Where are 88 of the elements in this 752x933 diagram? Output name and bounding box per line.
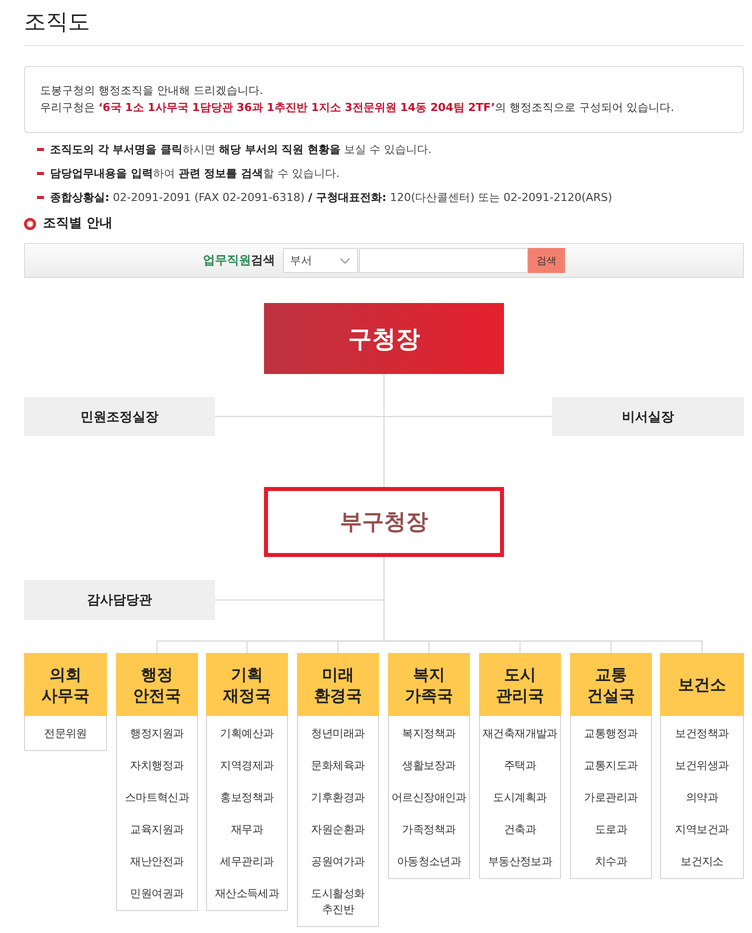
division-list bbox=[116, 716, 198, 911]
bureau-name: 행정 안전국 bbox=[132, 664, 182, 706]
notice-text: 도봉구청의 행정조직을 안내해 드리겠습니다. bbox=[40, 83, 263, 99]
division-list bbox=[479, 716, 561, 879]
bureau-header bbox=[24, 653, 107, 716]
division-name: 전문위원 bbox=[43, 726, 88, 742]
staff-office-box bbox=[24, 580, 215, 620]
bureau-name: 보건소 bbox=[678, 674, 726, 695]
connector-line bbox=[215, 599, 384, 601]
office-name: 감사담당관 bbox=[87, 592, 152, 609]
bureau-name: 의회 사무국 bbox=[40, 664, 90, 706]
staff-office-box bbox=[552, 397, 744, 436]
section-heading: 조직별 안내 bbox=[43, 216, 113, 232]
division-name: 지역경제과 bbox=[219, 758, 275, 774]
division-list bbox=[297, 716, 379, 927]
bureau-name: 복지 가족국 bbox=[404, 664, 454, 706]
page-title: 조직도 bbox=[24, 9, 90, 37]
guide-text: 담당업무내용을 입력하여 관련 정보를 검색할 수 있습니다. bbox=[50, 166, 340, 182]
division-name: 기후환경과 bbox=[310, 790, 366, 806]
bureau-header bbox=[479, 653, 561, 716]
division-name: 보건지소 bbox=[680, 854, 724, 870]
division-list bbox=[660, 716, 744, 879]
department-select: 부서 bbox=[283, 248, 358, 273]
division-name: 치수과 bbox=[594, 854, 628, 870]
connector-line bbox=[383, 557, 385, 641]
connector-line bbox=[384, 416, 552, 418]
bureau-header bbox=[388, 653, 470, 716]
division-name: 어르신장애인과 bbox=[390, 790, 468, 806]
division-name: 주택과 bbox=[502, 758, 538, 774]
division-name: 자원순환과 bbox=[310, 822, 366, 838]
division-name: 가로관리과 bbox=[583, 790, 639, 806]
division-list bbox=[24, 716, 107, 751]
division-name: 의약과 bbox=[684, 790, 720, 806]
guide-text: 조직도의 각 부서명을 클릭하시면 해당 부서의 직원 현황을 보실 수 있습니다. bbox=[50, 142, 432, 158]
division-name: 홍보정책과 bbox=[219, 790, 275, 806]
bureau-name: 도시 관리국 bbox=[495, 664, 545, 706]
division-name: 생활보장과 bbox=[401, 758, 457, 774]
bureau-header bbox=[116, 653, 198, 716]
division-name: 민원여권과 bbox=[129, 886, 185, 902]
notice-text: 우리구청은 ‘6국 1소 1사무국 1담당관 36과 1추진반 1지소 3전문위원 14동 204팀 2TF’의 행정조직으로 구성되어 있습니다. bbox=[40, 100, 674, 116]
office-name: 구청장 bbox=[348, 324, 420, 354]
bureau-name: 교통 건설국 bbox=[586, 664, 636, 706]
division-name: 도시계획과 bbox=[492, 790, 548, 806]
bureau-header bbox=[660, 653, 744, 716]
division-name: 보건정책과 bbox=[674, 726, 730, 742]
division-name: 복지정책과 bbox=[401, 726, 457, 742]
bureau-header bbox=[206, 653, 288, 716]
office-name: 비서실장 bbox=[622, 408, 674, 426]
division-name: 교통지도과 bbox=[583, 758, 639, 774]
deputy-office-box bbox=[264, 487, 504, 557]
office-name: 민원조정실장 bbox=[80, 408, 158, 426]
division-list bbox=[206, 716, 288, 911]
division-name: 아동청소년과 bbox=[396, 854, 462, 870]
division-name: 재건축재개발과 bbox=[482, 726, 558, 742]
division-name: 재난안전과 bbox=[129, 854, 185, 870]
staff-office-box bbox=[24, 397, 215, 436]
division-name: 세무관리과 bbox=[219, 854, 275, 870]
search-label: 업무직원검색 bbox=[203, 252, 275, 268]
division-name: 교육지원과 bbox=[129, 822, 185, 838]
division-name: 청년미래과 bbox=[310, 726, 366, 742]
division-name: 도시활성화 추진반 bbox=[310, 886, 366, 918]
division-name: 재무과 bbox=[230, 822, 264, 838]
bureau-name: 미래 환경국 bbox=[313, 664, 363, 706]
division-name: 가족정책과 bbox=[401, 822, 457, 838]
guide-text: 종합상황실: 02-2091-2091 (FAX 02-2091-6318) / 구청대표전화: 120(다산콜센터) 또는 02-2091-2120(ARS) bbox=[50, 190, 612, 206]
search-button: 검색 bbox=[528, 248, 565, 273]
division-name: 스마트혁신과 bbox=[124, 790, 190, 806]
bureau-name: 기획 재정국 bbox=[222, 664, 272, 706]
division-name: 보건위생과 bbox=[674, 758, 730, 774]
office-name: 부구청장 bbox=[340, 509, 428, 537]
division-name: 교통행정과 bbox=[583, 726, 639, 742]
division-name: 기획예산과 bbox=[219, 726, 275, 742]
division-name: 부동산정보과 bbox=[486, 854, 554, 870]
bureau-header bbox=[297, 653, 379, 716]
connector-line bbox=[215, 416, 384, 418]
division-name: 자치행정과 bbox=[129, 758, 185, 774]
division-name: 공원여가과 bbox=[310, 854, 366, 870]
division-name: 도로과 bbox=[594, 822, 628, 838]
bureau-header bbox=[570, 653, 652, 716]
division-name: 지역보건과 bbox=[674, 822, 730, 838]
division-list bbox=[388, 716, 470, 879]
division-name: 재산소득세과 bbox=[214, 886, 280, 902]
division-name: 건축과 bbox=[502, 822, 538, 838]
division-name: 문화체육과 bbox=[310, 758, 366, 774]
division-list bbox=[570, 716, 652, 879]
connector-line bbox=[383, 374, 385, 487]
division-name: 행정지원과 bbox=[129, 726, 185, 742]
top-office-box bbox=[264, 303, 504, 374]
